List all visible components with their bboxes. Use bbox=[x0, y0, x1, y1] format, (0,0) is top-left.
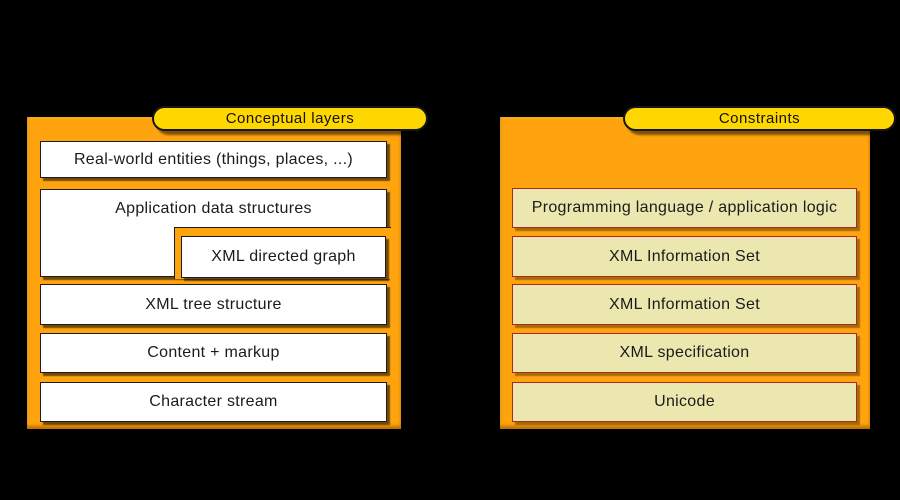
layer-box-label: Real-world entities (things, places, ...… bbox=[73, 150, 354, 168]
constraint-box-label: XML Information Set bbox=[609, 247, 760, 265]
constraint-box-label: XML specification bbox=[619, 344, 750, 361]
constraint-box-label: Unicode bbox=[654, 393, 715, 410]
constraints-tab-label: Constraints bbox=[718, 110, 801, 127]
conceptual-layers-tab: Conceptual layers bbox=[152, 106, 428, 131]
conceptual-layers-tab-label: Conceptual layers bbox=[225, 110, 355, 127]
layer-box-label: XML directed graph bbox=[211, 248, 356, 265]
layer-box-label: Character stream bbox=[149, 393, 278, 410]
constraint-box-xml-specification: XML specification bbox=[512, 333, 857, 373]
constraints-tab: Constraints bbox=[623, 106, 896, 131]
layer-box-content-markup: Content + markup bbox=[40, 333, 387, 373]
layer-box-label: Application data structures bbox=[115, 199, 312, 217]
layer-box-label: Content + markup bbox=[147, 344, 280, 361]
layer-box-xml-tree-structure: XML tree structure bbox=[40, 284, 387, 325]
constraint-box-label: XML Information Set bbox=[609, 295, 760, 313]
layer-box-character-stream: Character stream bbox=[40, 382, 387, 422]
layer-box-xml-directed-graph: XML directed graph bbox=[181, 236, 386, 278]
constraint-box-programming-language: Programming language / application logic bbox=[512, 188, 857, 228]
constraint-box-unicode: Unicode bbox=[512, 382, 857, 422]
layer-box-real-world-entities: Real-world entities (things, places, ...… bbox=[40, 141, 387, 178]
constraint-box-label: Programming language / application logic bbox=[531, 199, 838, 216]
constraint-box-xml-information-set-1: XML Information Set bbox=[512, 236, 857, 277]
layer-box-label: XML tree structure bbox=[145, 295, 282, 313]
constraint-box-xml-information-set-2: XML Information Set bbox=[512, 284, 857, 325]
